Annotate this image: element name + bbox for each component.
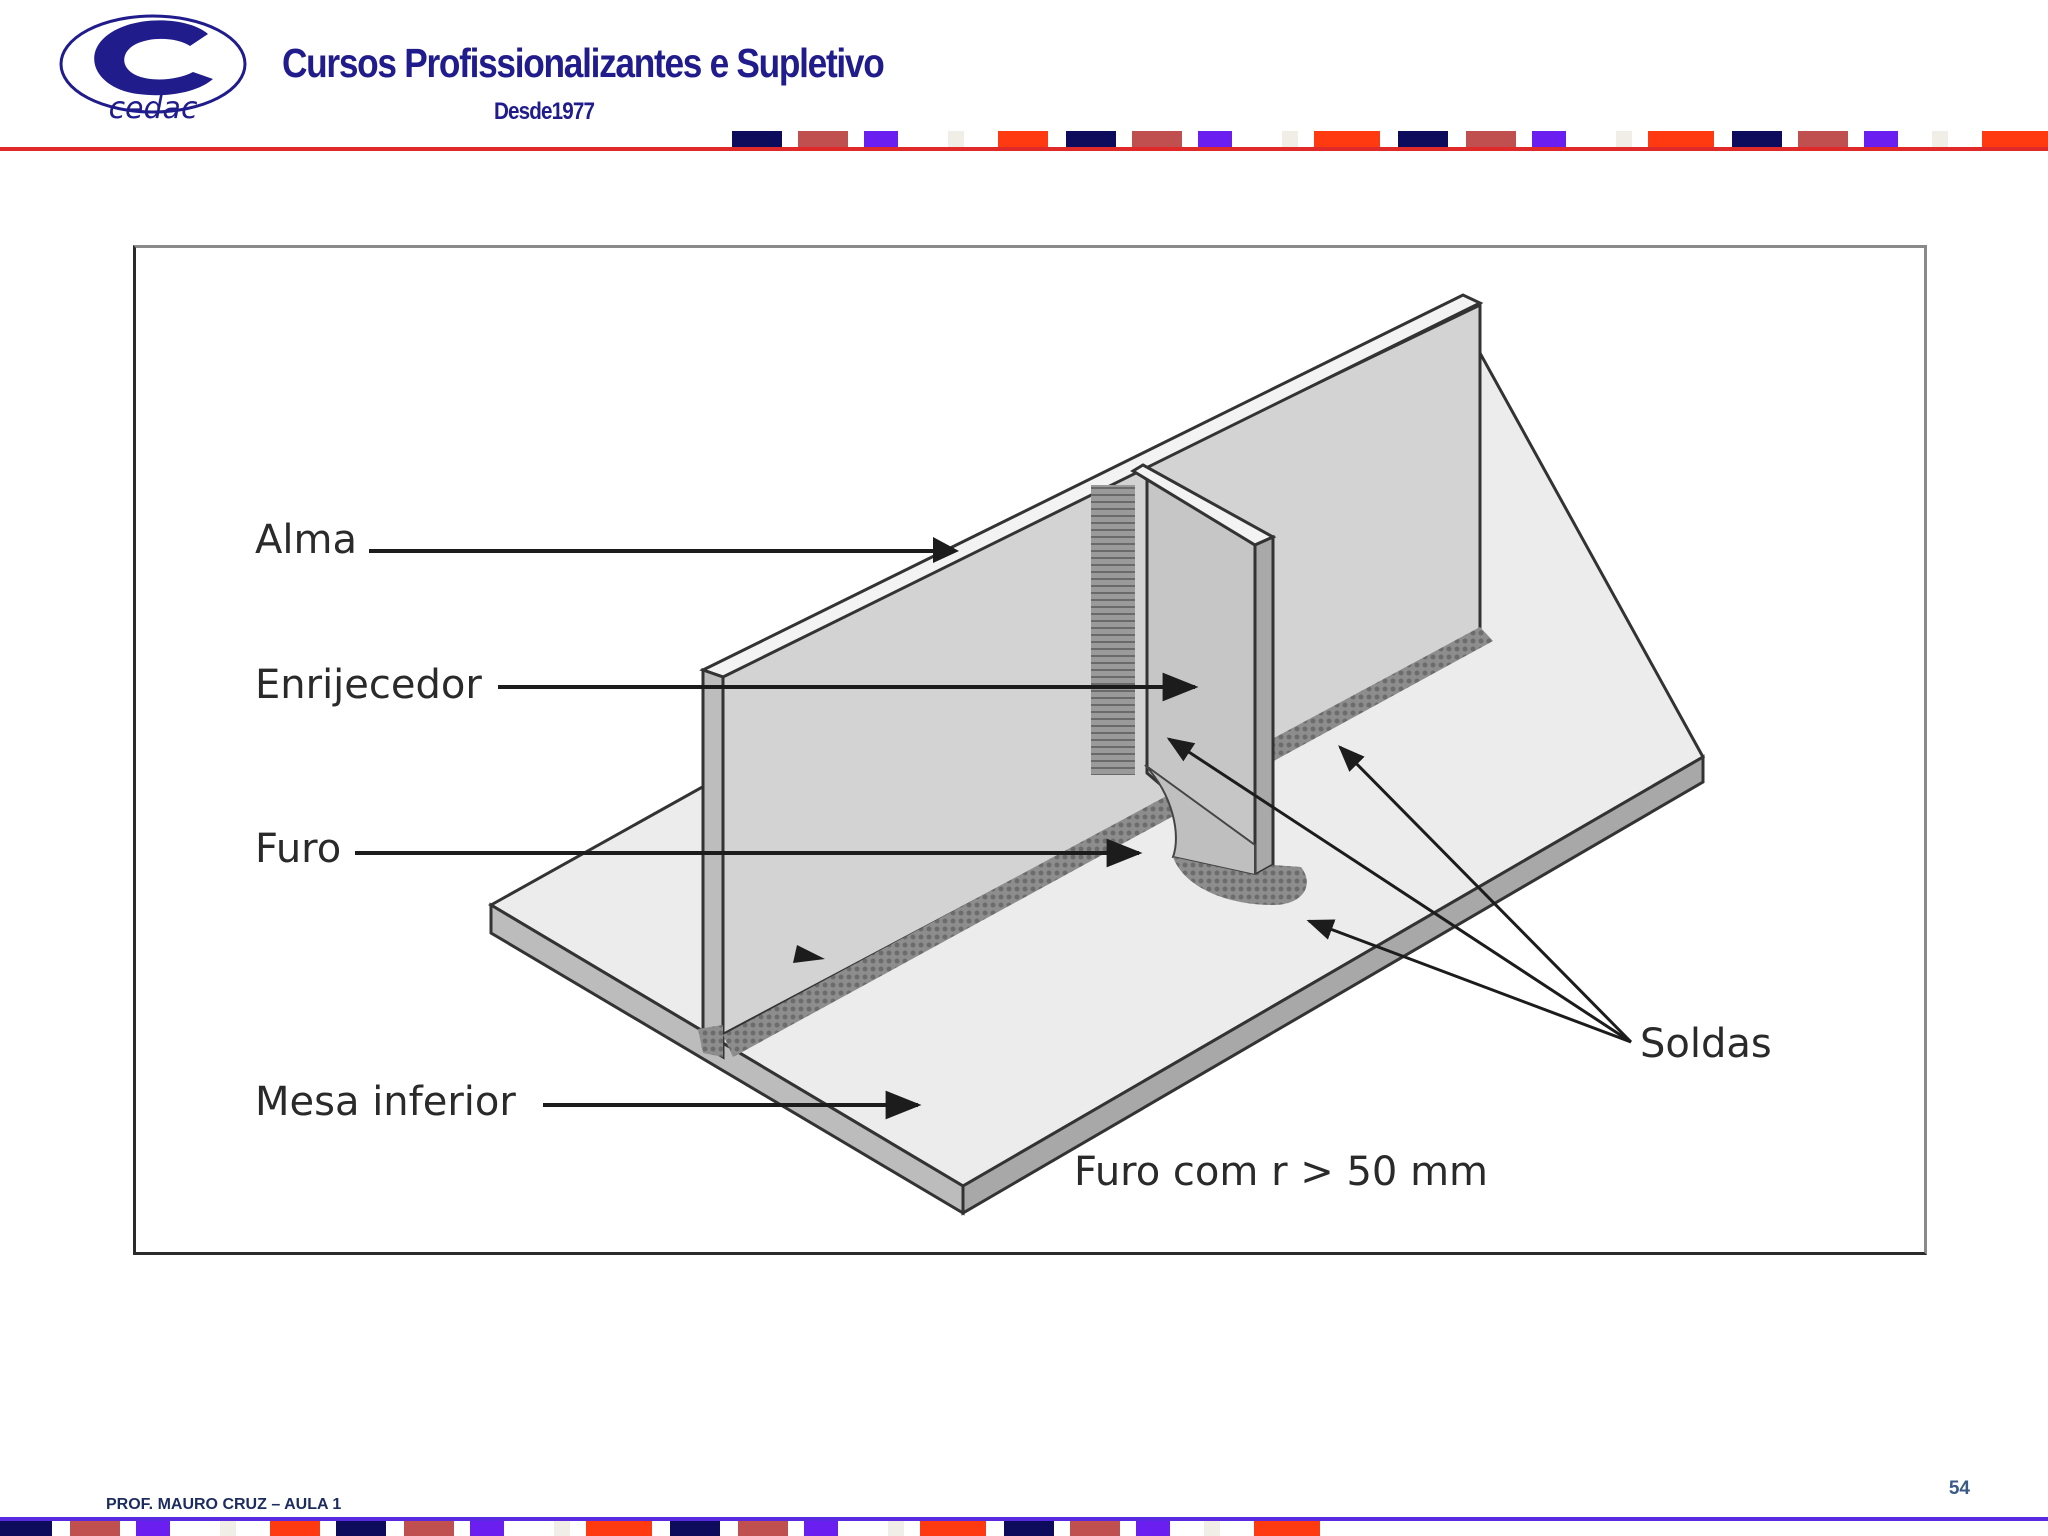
brand-subtitle: Desde1977 <box>494 98 595 125</box>
stiffener-base-weld <box>1173 857 1307 905</box>
footer-rule <box>0 1517 2048 1521</box>
label-mesa-inferior: Mesa inferior <box>255 1079 516 1125</box>
soldas-arrow-3 <box>1306 919 1632 1044</box>
hole-cope <box>1144 764 1256 877</box>
brand-title: Cursos Profissionalizantes e Supletivo <box>282 40 885 86</box>
label-enrijecedor: Enrijecedor <box>255 662 482 708</box>
label-furo: Furo <box>255 826 342 872</box>
stiffener-front-edge <box>1253 534 1275 878</box>
stiffener-weld <box>1091 485 1135 775</box>
label-furo-note: Furo com r > 50 mm <box>1074 1149 1489 1195</box>
label-soldas: Soldas <box>1640 1021 1772 1067</box>
logo-text: cedac <box>109 91 198 124</box>
footer-author: PROF. MAURO CRUZ – AULA 1 <box>106 1496 342 1513</box>
beam-diagram <box>355 293 1706 1216</box>
web-direction-marker <box>793 945 825 963</box>
longitudinal-weld-back <box>698 1025 723 1057</box>
bottom-flange-front-right <box>961 754 1705 1216</box>
footer-decor-strip <box>0 1521 1320 1536</box>
cedac-logo: cedac <box>59 14 247 124</box>
soldas-arrow-2 <box>1338 745 1633 1044</box>
header-rule <box>0 147 2048 151</box>
header-decor-strip <box>732 131 2048 147</box>
web-front-edge <box>701 667 725 1060</box>
soldas-arrow-1 <box>1166 737 1632 1044</box>
page-number: 54 <box>1948 1478 1970 1499</box>
label-alma: Alma <box>255 517 357 563</box>
